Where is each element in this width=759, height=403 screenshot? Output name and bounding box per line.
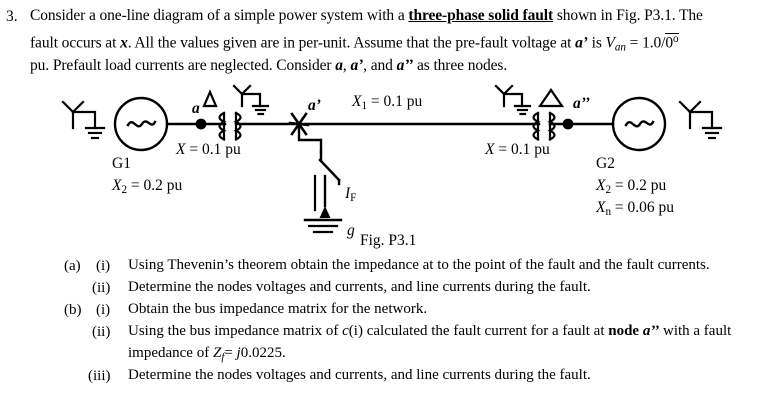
transformer-left-primary-winding <box>218 111 227 141</box>
transformer-left-delta-icon <box>202 89 218 108</box>
question-a-i-text: Using Thevenin’s theorem obtain the impe… <box>128 257 710 273</box>
emphasis-three-phase-solid-fault: three-phase solid fault <box>408 7 554 24</box>
g2-name-label: G2 <box>596 155 615 172</box>
node-a-dot <box>195 118 207 130</box>
problem-line3-text-a: pu. Prefault load currents are neglected… <box>30 57 336 74</box>
node-a-double-prime-ref: a’’ <box>396 57 414 74</box>
fault-current-label: IF <box>345 185 357 205</box>
degree-symbol: o <box>673 33 679 45</box>
fault-current-arrow <box>313 174 331 218</box>
g1-name-label: G1 <box>112 155 131 172</box>
problem-line3-sep1: , <box>342 57 351 74</box>
question-b-iii-text: Determine the nodes voltages and current… <box>128 367 591 383</box>
problem-line2-text-b: . All the values given are in per-unit. … <box>127 34 576 52</box>
problem-line-2: fault occurs at x. All the values given … <box>30 33 679 54</box>
question-a-ii-marker: (ii) <box>92 280 111 296</box>
question-b-ii-marker: (ii) <box>92 324 111 340</box>
problem-line3-text-b: as three nodes. <box>413 57 508 74</box>
g2-reactance-label: X2 = 0.2 pu <box>596 177 667 197</box>
g1-wye-ground-icon <box>61 100 106 140</box>
voltage-symbol: V <box>605 34 615 52</box>
label-ground-node-g: g <box>347 222 355 239</box>
transformer-left-wye-ground-icon <box>232 84 270 116</box>
transformer-right-delta-icon <box>537 88 565 108</box>
problem-line1-text-b: shown in Fig. P3.1. The <box>553 7 703 24</box>
label-node-a: a <box>192 100 200 117</box>
fault-branch <box>297 124 341 186</box>
problem-line-1: Consider a one-line diagram of a simple … <box>30 8 703 24</box>
question-a-i-marker: (i) <box>96 258 111 274</box>
problem-line2-text-c: is <box>587 34 606 52</box>
voltage-equals: = 1.0/ <box>625 34 666 52</box>
question-part-a-marker: (a) <box>64 258 81 274</box>
question-b-ii-text-continued: impedance of Zf= j0.0225. <box>128 345 286 364</box>
problem-line-3: pu. Prefault load currents are neglected… <box>30 58 507 74</box>
node-a-prime-ref: a’ <box>575 34 588 52</box>
one-line-diagram-svg <box>61 84 723 234</box>
node-a-ref: a <box>335 57 343 74</box>
transformer-right-wye-ground-icon <box>494 84 532 116</box>
figure-caption: Fig. P3.1 <box>360 232 417 249</box>
node-a-prime-ref-2: a’ <box>350 57 364 74</box>
fault-location-symbol: x <box>120 34 128 52</box>
g1-reactance-label: X2 = 0.2 pu <box>112 177 183 197</box>
g2-generator-icon <box>611 96 667 152</box>
g2-wye-ground-icon <box>678 100 723 140</box>
label-node-a-double-prime: a’’ <box>573 95 590 112</box>
g2-neutral-reactance-label: Xn = 0.06 pu <box>596 199 675 219</box>
transformer-left-secondary-winding <box>233 111 242 141</box>
problem-number: 3. <box>6 8 18 25</box>
transformer-right-reactance-label: X = 0.1 pu <box>485 141 550 158</box>
problem-line3-sep2: , and <box>363 57 397 74</box>
line-reactance-label: X1 = 0.1 pu <box>352 93 423 113</box>
angle-notation: 0o <box>665 33 679 52</box>
question-b-i-marker: (i) <box>96 302 111 318</box>
question-part-b-marker: (b) <box>64 302 82 318</box>
angle-value: 0 <box>665 34 674 52</box>
voltage-subscript: an <box>614 41 626 54</box>
node-a-double-prime-dot <box>562 118 574 130</box>
transformer-right-secondary-winding <box>547 111 556 141</box>
problem-line1-text-a: Consider a one-line diagram of a simple … <box>30 7 409 24</box>
one-line-diagram: a a’ a’’ X = 0.1 pu X = 0.1 pu X1 = 0.1 … <box>0 80 759 255</box>
transformer-right-primary-winding <box>532 111 541 141</box>
fault-x-mark <box>288 112 310 136</box>
question-a-ii-text: Determine the nodes voltages and current… <box>128 279 591 295</box>
question-b-iii-marker: (iii) <box>88 368 111 384</box>
question-b-i-text: Obtain the bus impedance matrix for the … <box>128 301 428 317</box>
transformer-left-reactance-label: X = 0.1 pu <box>176 141 241 158</box>
g1-generator-icon <box>113 96 169 152</box>
problem-line2-text-a: fault occurs at <box>30 34 121 52</box>
label-node-a-prime: a’ <box>308 97 321 114</box>
fault-ground-icon <box>303 218 343 234</box>
question-b-ii-text: Using the bus impedance matrix of c(i) c… <box>128 323 732 339</box>
